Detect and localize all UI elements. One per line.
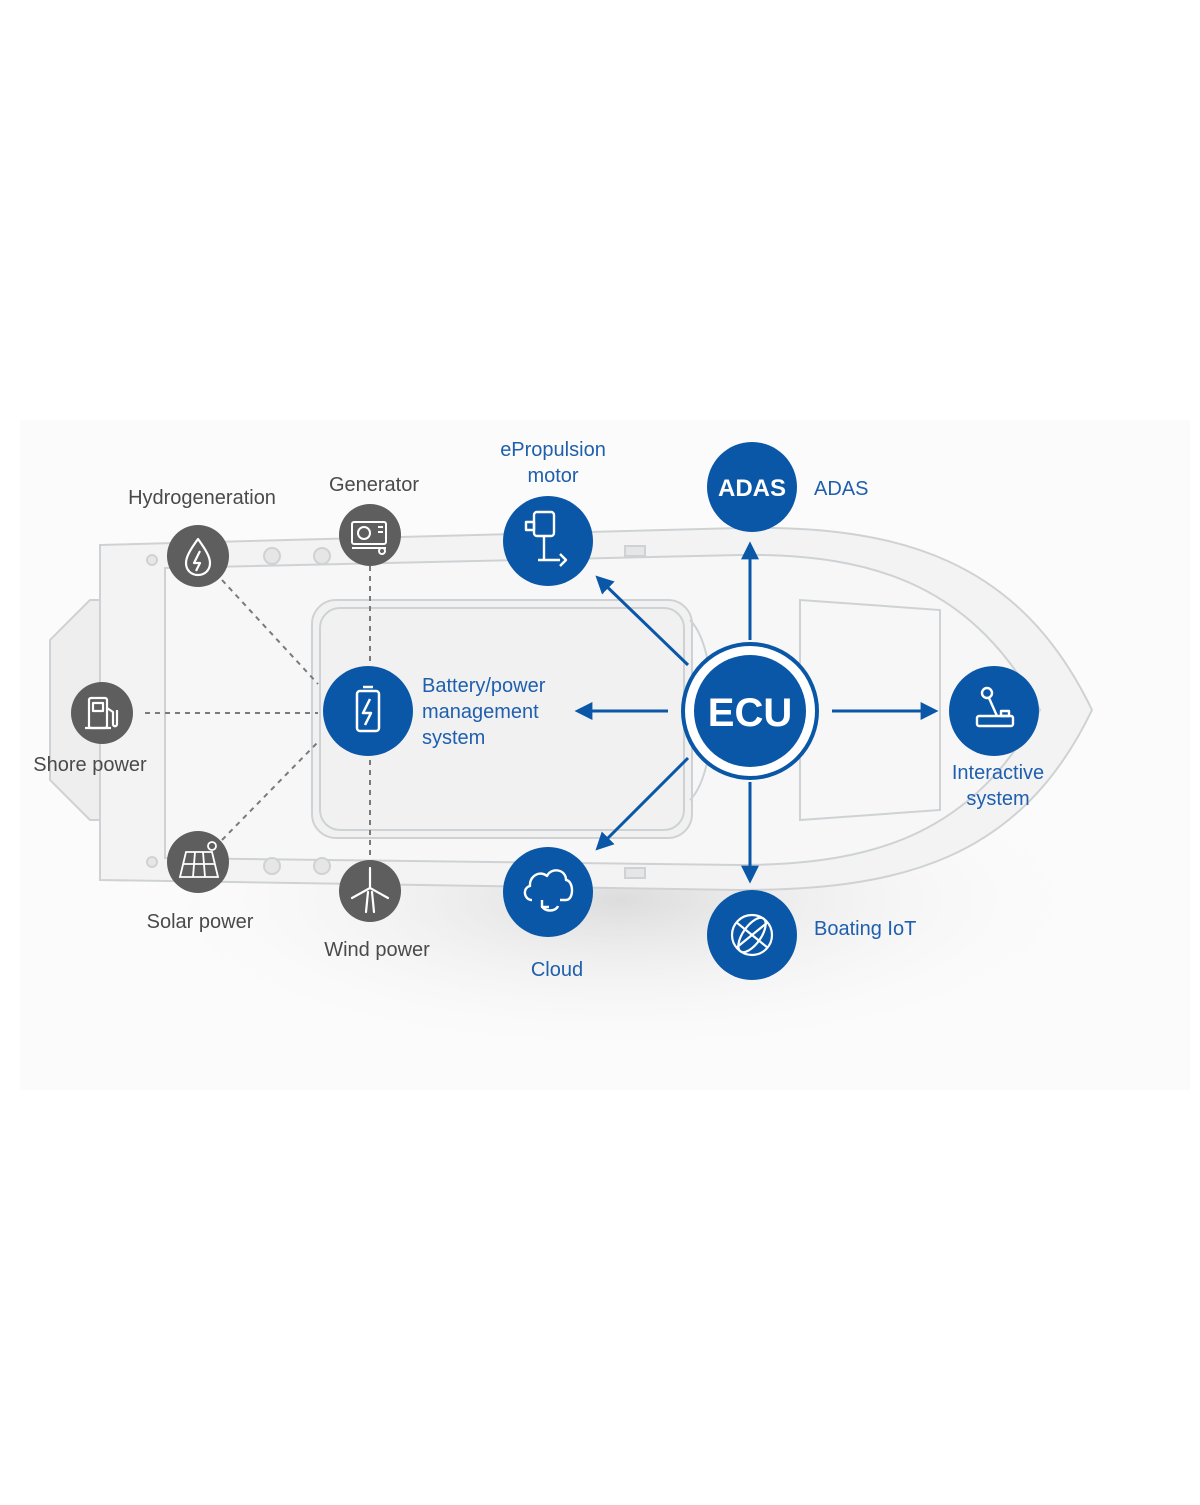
node-interactive bbox=[949, 666, 1039, 756]
label-battery: Battery/power management system bbox=[422, 675, 546, 749]
label-generator: Generator bbox=[328, 474, 420, 496]
label-epropulsion: ePropulsion motor bbox=[500, 439, 606, 487]
water-drop-lightning-icon bbox=[184, 537, 212, 577]
line-hydrogeneration bbox=[221, 579, 319, 685]
node-wind-power bbox=[339, 860, 401, 922]
fuel-pump-icon bbox=[85, 696, 119, 730]
node-hydrogeneration bbox=[167, 525, 229, 587]
node-adas: ADAS bbox=[707, 442, 797, 532]
solar-panel-icon bbox=[178, 841, 220, 878]
ecu-arrows bbox=[574, 541, 939, 884]
outboard-motor-icon bbox=[524, 510, 568, 567]
generator-icon bbox=[351, 521, 387, 555]
joystick-icon bbox=[975, 686, 1015, 728]
ecu-node: ECU bbox=[681, 642, 819, 780]
label-adas: ADAS bbox=[814, 478, 869, 500]
label-hydrogeneration: Hydrogeneration bbox=[128, 487, 276, 509]
adas-badge: ADAS bbox=[718, 475, 786, 502]
node-generator bbox=[339, 504, 401, 566]
ecu-label: ECU bbox=[708, 691, 792, 735]
label-shore-power: Shore power bbox=[33, 754, 147, 776]
wind-turbine-icon bbox=[350, 866, 390, 914]
label-solar-power: Solar power bbox=[146, 911, 254, 933]
node-battery bbox=[323, 666, 413, 756]
label-interactive: Interactive system bbox=[951, 762, 1045, 810]
label-wind-power: Wind power bbox=[324, 939, 430, 961]
node-cloud bbox=[503, 847, 593, 937]
boat-hull bbox=[49, 526, 1094, 892]
globe-icon bbox=[730, 913, 774, 957]
line-solar-power bbox=[221, 741, 319, 841]
battery-icon bbox=[355, 685, 381, 733]
label-cloud: Cloud bbox=[530, 959, 584, 981]
node-solar-power bbox=[167, 831, 229, 893]
node-boating-iot bbox=[707, 890, 797, 980]
cloud-sync-icon bbox=[523, 869, 574, 912]
label-boating-iot: Boating IoT bbox=[814, 918, 917, 940]
node-epropulsion bbox=[503, 496, 593, 586]
arrow-to-epropulsion bbox=[595, 575, 690, 667]
arrow-to-cloud bbox=[595, 756, 690, 851]
node-shore-power bbox=[71, 682, 133, 744]
power-connection-lines bbox=[145, 566, 371, 860]
